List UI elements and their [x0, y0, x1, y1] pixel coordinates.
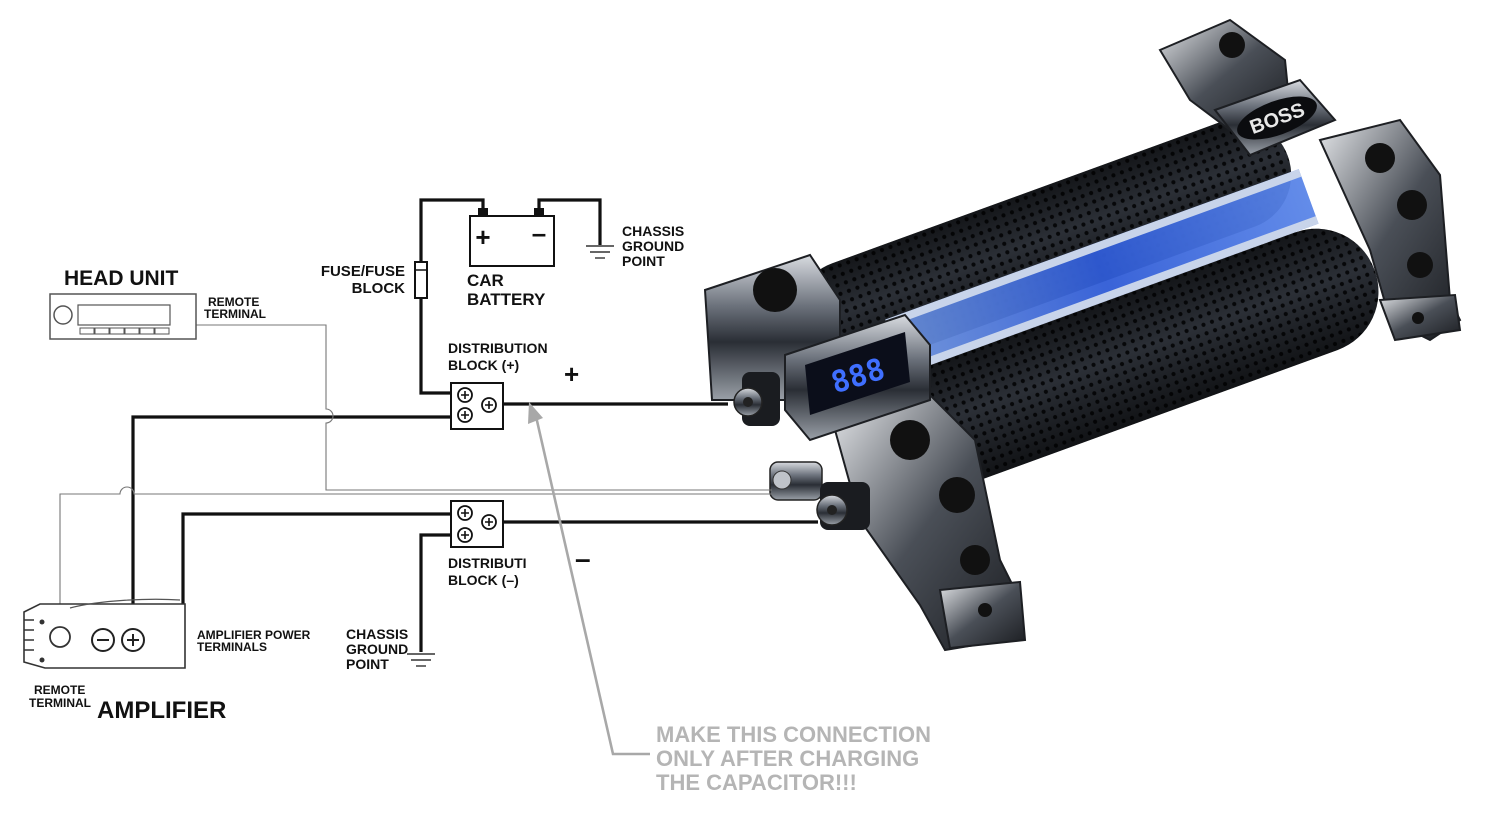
screw-icon — [457, 387, 473, 403]
head-unit-icon — [49, 293, 197, 340]
warning-line1: MAKE THIS CONNECTION — [656, 722, 931, 747]
screw-icon — [457, 407, 473, 423]
amp-power-terminals-line2: TERMINALS — [197, 640, 267, 654]
fuse-block-line1: FUSE/FUSE — [321, 263, 405, 280]
capacitor-positive-terminal — [733, 372, 780, 426]
battery-minus-sign: – — [532, 218, 546, 248]
distribution-block-negative — [450, 500, 504, 548]
fuse-block-line2: BLOCK — [352, 280, 405, 297]
distribution-positive-line2: BLOCK (+) — [448, 357, 519, 373]
negative-to-chassis-wire — [419, 533, 462, 652]
remote-terminal-top-line2: TERMINAL — [204, 307, 266, 321]
car-battery-line1: CAR — [467, 271, 504, 290]
capacitor-image: BOSS 888 — [703, 18, 1462, 652]
remote-terminal-bottom-line1: REMOTE — [34, 683, 85, 697]
positive-to-amplifier-wire — [131, 415, 462, 640]
screw-icon — [481, 397, 497, 413]
warning-arrow — [528, 402, 650, 756]
remote-wire-head-unit — [196, 324, 772, 491]
positive-sign: + — [564, 359, 579, 389]
distribution-negative-line1: DISTRIBUTI — [448, 555, 527, 571]
warning-line3: THE CAPACITOR!!! — [656, 770, 857, 795]
car-battery-icon: + – — [469, 208, 555, 267]
distribution-positive-line1: DISTRIBUTION — [448, 340, 548, 356]
battery-positive-wire — [419, 198, 485, 395]
capacitor-negative-terminal — [816, 482, 870, 530]
amplifier-icon — [23, 598, 186, 669]
capacitor-remote-terminal — [769, 461, 823, 501]
ground-icon-top — [586, 245, 614, 259]
distribution-block-positive — [450, 382, 504, 430]
chassis-ground-bottom-line1: CHASSIS — [346, 626, 408, 642]
screw-icon — [481, 514, 497, 530]
warning-line2: ONLY AFTER CHARGING — [656, 746, 919, 771]
remote-terminal-top-line1: REMOTE — [208, 295, 259, 309]
fuse-icon — [414, 261, 428, 299]
chassis-ground-top-line2: GROUND — [622, 238, 684, 254]
chassis-ground-bottom-line2: GROUND — [346, 641, 408, 657]
distribution-negative-line2: BLOCK (–) — [448, 572, 519, 588]
chassis-ground-bottom-line3: POINT — [346, 656, 389, 672]
remote-wire-amplifier — [59, 486, 772, 636]
head-unit-label: HEAD UNIT — [64, 267, 179, 290]
chassis-ground-top-line3: POINT — [622, 253, 665, 269]
battery-plus-sign: + — [475, 222, 490, 252]
car-battery-line2: BATTERY — [467, 290, 546, 309]
amp-power-terminals-line1: AMPLIFIER POWER — [197, 628, 311, 642]
negative-sign: – — [575, 543, 591, 574]
chassis-ground-top-line1: CHASSIS — [622, 223, 684, 239]
remote-terminal-bottom-line2: TERMINAL — [29, 696, 91, 710]
battery-negative-wire — [537, 198, 602, 245]
screw-icon — [457, 527, 473, 543]
screw-icon — [457, 505, 473, 521]
amplifier-label: AMPLIFIER — [97, 697, 226, 724]
ground-icon-bottom — [407, 653, 435, 667]
